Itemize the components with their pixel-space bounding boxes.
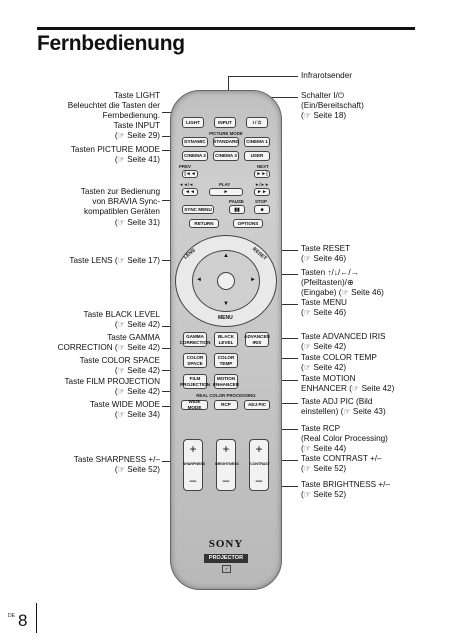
standard-button[interactable]: STANDARD	[213, 137, 239, 147]
enter-button[interactable]	[217, 272, 235, 290]
remote-control: LIGHT INPUT I / ⏻ PICTURE MODE DYNAMIC S…	[170, 90, 282, 590]
arrow-up-icon: ▲	[223, 253, 229, 259]
cinema1-button[interactable]: CINEMA 1	[244, 137, 270, 147]
arrow-down-icon: ▼	[223, 301, 229, 307]
gamma-correction-button[interactable]: GAMMA CORRECTION	[180, 332, 210, 347]
rcp-section-label: REAL COLOR PROCESSING	[196, 393, 256, 398]
label-input: Taste INPUT (☞ Seite 29)	[113, 121, 160, 141]
return-button[interactable]: RETURN	[189, 219, 219, 228]
color-temp-button[interactable]: COLOR TEMP	[214, 353, 238, 368]
rewind-label: ◄◄/◄	[179, 182, 194, 187]
ff-button[interactable]: ►►	[254, 188, 270, 196]
sharpness-rocker[interactable]: + SHARPNESS –	[183, 439, 205, 491]
light-button[interactable]: LIGHT	[182, 117, 204, 128]
leader-ir-v	[228, 76, 229, 91]
label-arrows: Tasten ↑/↓/←/→ (Pfeiltasten)/⊕ (Eingabe)…	[301, 268, 384, 298]
label-lens: Taste LENS (☞ Seite 17)	[69, 256, 160, 265]
prev-button[interactable]: |◄◄	[182, 170, 198, 178]
menu-button[interactable]: MENU	[218, 315, 233, 321]
play-button[interactable]: ►	[209, 188, 243, 196]
contrast-rocker[interactable]: + CONTRAST –	[249, 439, 270, 491]
label-color-temp: Taste COLOR TEMP (☞ Seite 42)	[301, 353, 377, 373]
play-label: PLAY	[219, 182, 231, 187]
label-color-space: Taste COLOR SPACE (☞ Seite 42)	[79, 356, 160, 376]
minus-icon: –	[222, 473, 230, 487]
leader-contrast	[270, 460, 298, 461]
stop-button[interactable]: ■	[254, 205, 270, 214]
label-picture-mode: Tasten PICTURE MODE (☞ Seite 41)	[70, 145, 160, 165]
label-adv-iris: Taste ADVANCED IRIS (☞ Seite 42)	[301, 332, 386, 352]
plus-icon: +	[222, 442, 230, 456]
arrow-right-icon: ►	[250, 277, 256, 283]
label-rcp: Taste RCP (Real Color Processing) (☞ Sei…	[301, 424, 388, 454]
plus-icon: +	[255, 442, 263, 456]
next-label: NEXT	[257, 164, 269, 169]
label-light: Taste LIGHT Beleuchtet die Tasten der Fe…	[67, 91, 160, 121]
leader-adj	[266, 403, 298, 404]
leader-power	[258, 97, 298, 98]
prev-label: PREV	[179, 164, 191, 169]
leader-adv	[270, 338, 298, 339]
label-motion: Taste MOTION ENHANCER (☞ Seite 42)	[301, 374, 395, 394]
label-bravia: Tasten zur Bedienung von BRAVIA Sync- ko…	[80, 187, 160, 227]
wide-mode-button[interactable]: WIDE MODE	[181, 399, 208, 410]
rcp-button[interactable]: RCP	[214, 400, 238, 410]
plus-icon: +	[189, 442, 197, 456]
sharpness-caption: SHARPNESS	[182, 462, 206, 466]
label-menu: Taste MENU (☞ Seite 46)	[301, 298, 347, 318]
power-button[interactable]: I / ⏻	[246, 117, 268, 128]
black-level-button[interactable]: BLACK LEVEL	[214, 332, 238, 347]
film-projection-button[interactable]: FILM PROJECTION	[180, 374, 210, 389]
label-wide-mode: Taste WIDE MODE (☞ Seite 34)	[89, 400, 160, 420]
picture-mode-label: PICTURE MODE	[209, 131, 243, 136]
next-button[interactable]: ►►|	[254, 170, 270, 178]
label-film: Taste FILM PROJECTION (☞ Seite 42)	[64, 377, 160, 397]
label-gamma: Taste GAMMA CORRECTION (☞ Seite 42)	[57, 333, 160, 353]
title-rule	[37, 27, 415, 30]
label-adj-pic: Taste ADJ PIC (Bild einstellen) (☞ Seite…	[301, 397, 386, 417]
page-title: Fernbedienung	[37, 32, 185, 55]
leader-ir	[228, 76, 298, 77]
cinema2-button[interactable]: CINEMA 2	[182, 151, 208, 161]
dynamic-button[interactable]: DYNAMIC	[182, 137, 208, 147]
sony-logo: SONY	[208, 538, 244, 550]
label-reset: Taste RESET (☞ Seite 46)	[301, 244, 351, 264]
advanced-iris-button[interactable]: ADVANCED IRIS	[244, 332, 270, 347]
page-number: 8	[18, 611, 28, 630]
projector-badge: PROJECTOR	[204, 554, 248, 563]
page-number-bar	[36, 603, 37, 633]
leader-reset	[268, 250, 298, 251]
pause-button[interactable]: ▮▮	[229, 205, 245, 214]
label-power: Schalter I/⏻ (Ein/Bereitschaft) (☞ Seite…	[301, 91, 364, 121]
label-sharpness: Taste SHARPNESS +/– (☞ Seite 52)	[73, 455, 160, 475]
cinema3-button[interactable]: CINEMA 3	[213, 151, 239, 161]
ff-label: ►/►►	[255, 182, 270, 187]
arrow-left-icon: ◄	[196, 277, 202, 283]
label-black-level: Taste BLACK LEVEL (☞ Seite 42)	[83, 310, 160, 330]
user-button[interactable]: USER	[244, 151, 270, 161]
label-contrast: Taste CONTRAST +/– (☞ Seite 52)	[301, 454, 382, 474]
pause-label: PAUSE	[229, 199, 244, 204]
label-infrared: Infrarotsender	[301, 71, 352, 80]
brightness-caption: BRIGHTNESS	[215, 462, 239, 466]
sync-menu-button[interactable]: SYNC MENU	[182, 205, 214, 214]
motion-enhancer-button[interactable]: MOTION ENHANCER	[213, 374, 239, 389]
adj-pic-button[interactable]: ADJ PIC	[244, 400, 270, 410]
contrast-caption: CONTRAST	[250, 462, 270, 466]
minus-icon: –	[189, 473, 197, 487]
input-button[interactable]: INPUT	[214, 117, 236, 128]
brightness-rocker[interactable]: + BRIGHTNESS –	[215, 439, 239, 491]
stop-label: STOP	[255, 199, 267, 204]
color-space-button[interactable]: COLOR SPACE	[183, 353, 207, 368]
label-brightness: Taste BRIGHTNESS +/– (☞ Seite 52)	[301, 480, 390, 500]
minus-icon: –	[255, 473, 263, 487]
mark-icon: ▪	[222, 565, 231, 573]
options-button[interactable]: OPTIONS	[233, 219, 263, 228]
rewind-button[interactable]: ◄◄	[182, 188, 198, 196]
language-code: DE	[8, 613, 15, 619]
